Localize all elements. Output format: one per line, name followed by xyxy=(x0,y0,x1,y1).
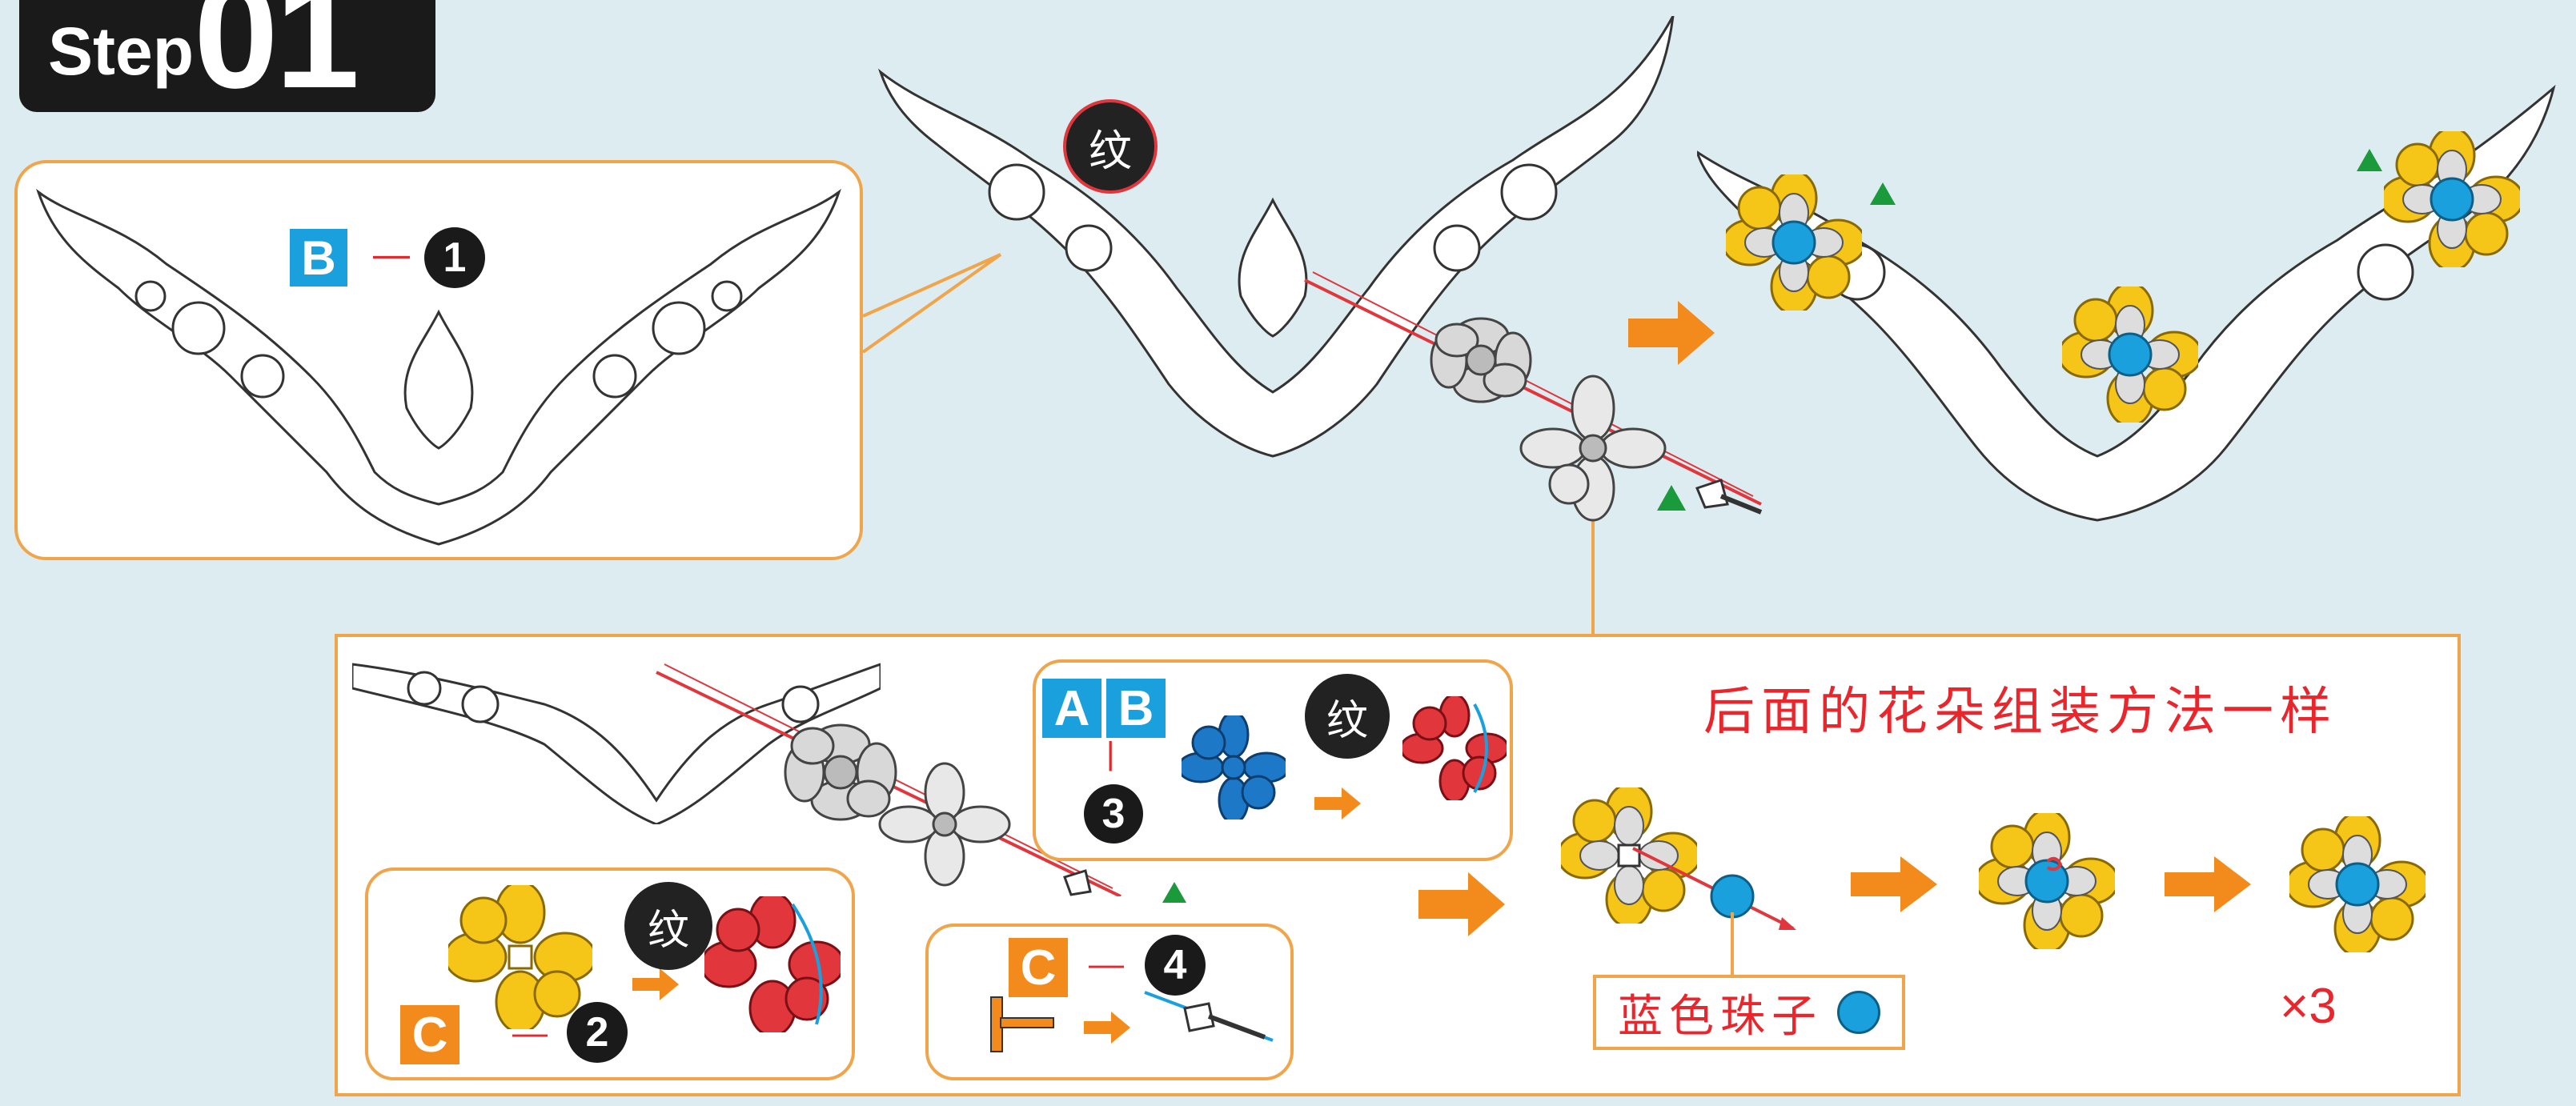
marker-triangle xyxy=(2357,149,2382,171)
arrow-right-icon xyxy=(1084,1012,1130,1044)
part-dash: — xyxy=(373,233,410,274)
step-c4-box xyxy=(925,924,1294,1080)
step-word: Step xyxy=(48,14,195,89)
ornament-part-b1 xyxy=(36,188,841,546)
arrow-right-icon xyxy=(1628,301,1715,365)
marker-triangle xyxy=(1162,882,1186,903)
bead-icon xyxy=(1837,991,1880,1034)
glue-badge-ab3: 纹 xyxy=(1305,674,1390,759)
arrow-right-icon xyxy=(1314,787,1361,819)
part-number-4: 4 xyxy=(1145,935,1206,996)
note-same-method: 后面的花朵组装方法一样 xyxy=(1703,683,2337,742)
peg-inserted xyxy=(1144,991,1274,1042)
multiplier: ×3 xyxy=(2280,979,2337,1034)
part-letter-c: C xyxy=(1009,938,1068,997)
arrow-right-icon xyxy=(1851,856,1937,912)
flower-yellow-grey xyxy=(1561,787,1697,924)
assembly-rod-detail xyxy=(656,663,1121,896)
bead-label-box: 蓝色珠子 xyxy=(1593,975,1905,1050)
flower-blue xyxy=(1182,715,1286,819)
part-number-1: 1 xyxy=(424,227,485,288)
part-letter-a: A xyxy=(1042,679,1101,738)
part-dash: — xyxy=(1089,944,1124,984)
glue-badge-top: 纹 xyxy=(1063,99,1158,194)
part-letter-c: C xyxy=(400,1005,459,1064)
step-number: 01 xyxy=(194,0,359,120)
part-letter-b: B xyxy=(1106,679,1166,738)
arrow-right-icon xyxy=(632,968,679,1000)
part-dash: | xyxy=(1106,736,1115,771)
assembly-rod-main xyxy=(1304,271,1763,522)
flower-assembled-left xyxy=(1726,174,1862,311)
flower-assembled-center xyxy=(2062,287,2198,423)
bead-label: 蓝色珠子 xyxy=(1618,990,1823,1043)
arrow-right-icon xyxy=(2165,856,2251,912)
part-letter-b: B xyxy=(290,229,347,287)
flower-red-glued xyxy=(704,896,841,1032)
marker-triangle xyxy=(1657,485,1686,511)
part-number-3: 3 xyxy=(1084,784,1143,844)
flower-with-bead xyxy=(1979,813,2115,949)
step-badge: Step 01 xyxy=(19,0,435,112)
flower-finished xyxy=(2289,816,2426,952)
ornament-main xyxy=(877,16,1675,458)
part-number-2: 2 xyxy=(567,1002,628,1063)
glue-badge-c2: 纹 xyxy=(624,882,712,970)
flower-assembled-right xyxy=(2384,131,2520,267)
ornament-partial xyxy=(352,663,881,824)
flower-yellow xyxy=(448,885,592,1029)
arrow-right-icon xyxy=(1418,872,1505,936)
flower-red-glued xyxy=(1402,696,1507,800)
marker-triangle xyxy=(1870,182,1896,205)
part-dash: — xyxy=(512,1013,548,1052)
peg-part xyxy=(990,996,1054,1052)
